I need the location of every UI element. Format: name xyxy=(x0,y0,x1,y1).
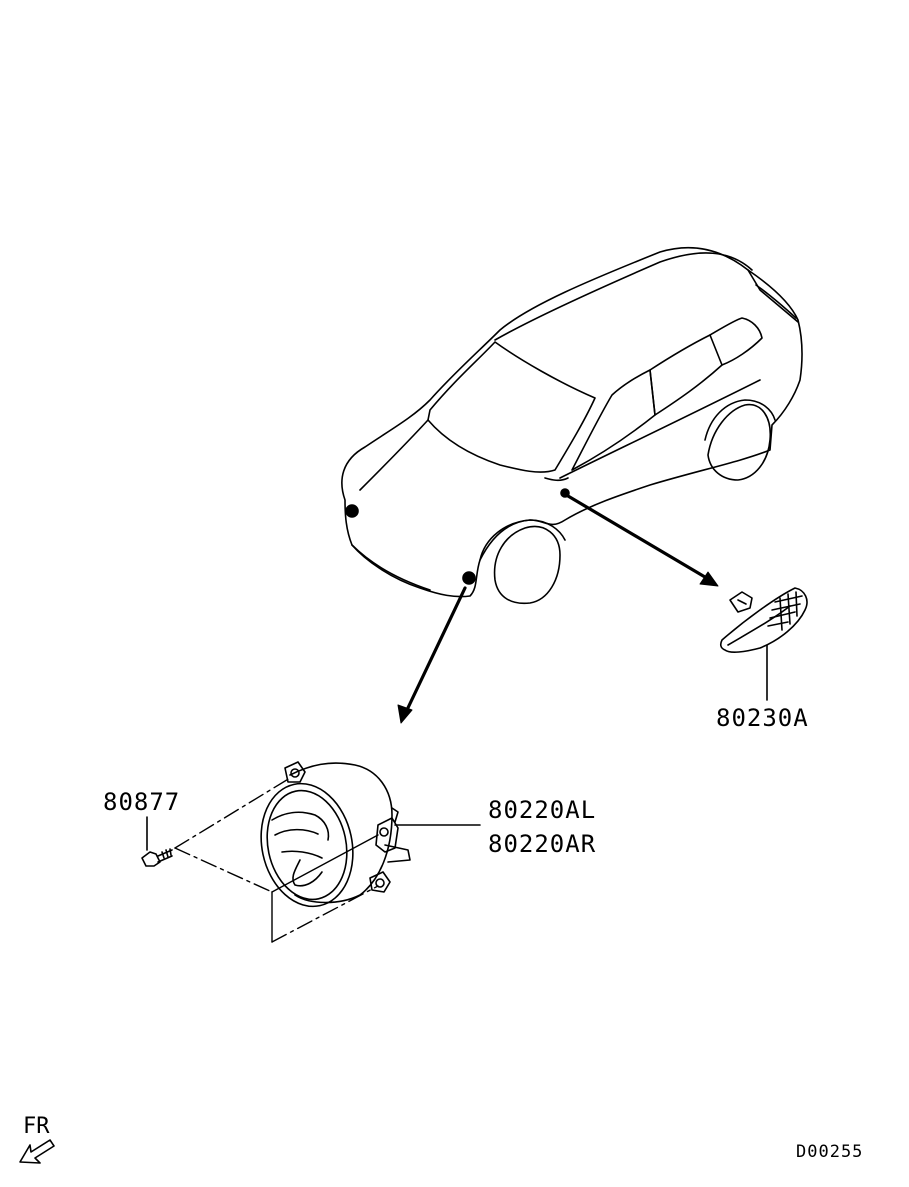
part-number-fog-lamp-right: 80220AR xyxy=(488,830,597,858)
front-wheel xyxy=(493,525,561,605)
front-direction-arrow-icon xyxy=(19,1139,55,1164)
location-arrows xyxy=(397,494,719,724)
orientation-label: FR xyxy=(23,1114,50,1139)
diagram-code: D00255 xyxy=(796,1142,864,1162)
side-window-rear xyxy=(649,334,723,416)
screw xyxy=(141,816,173,867)
part-number-screw: 80877 xyxy=(103,788,181,816)
location-marker-front xyxy=(345,504,359,518)
fog-lamp-assembly xyxy=(260,761,481,908)
side-marker-lamp xyxy=(719,587,808,701)
windshield xyxy=(427,341,596,473)
part-number-side-marker: 80230A xyxy=(716,704,809,732)
side-window-front xyxy=(571,369,656,471)
vehicle-illustration xyxy=(341,246,803,605)
location-marker-foglamp xyxy=(462,571,476,585)
screw-location-lines xyxy=(174,777,379,943)
rear-wheel xyxy=(707,403,771,481)
part-number-fog-lamp-left: 80220AL xyxy=(488,796,597,824)
